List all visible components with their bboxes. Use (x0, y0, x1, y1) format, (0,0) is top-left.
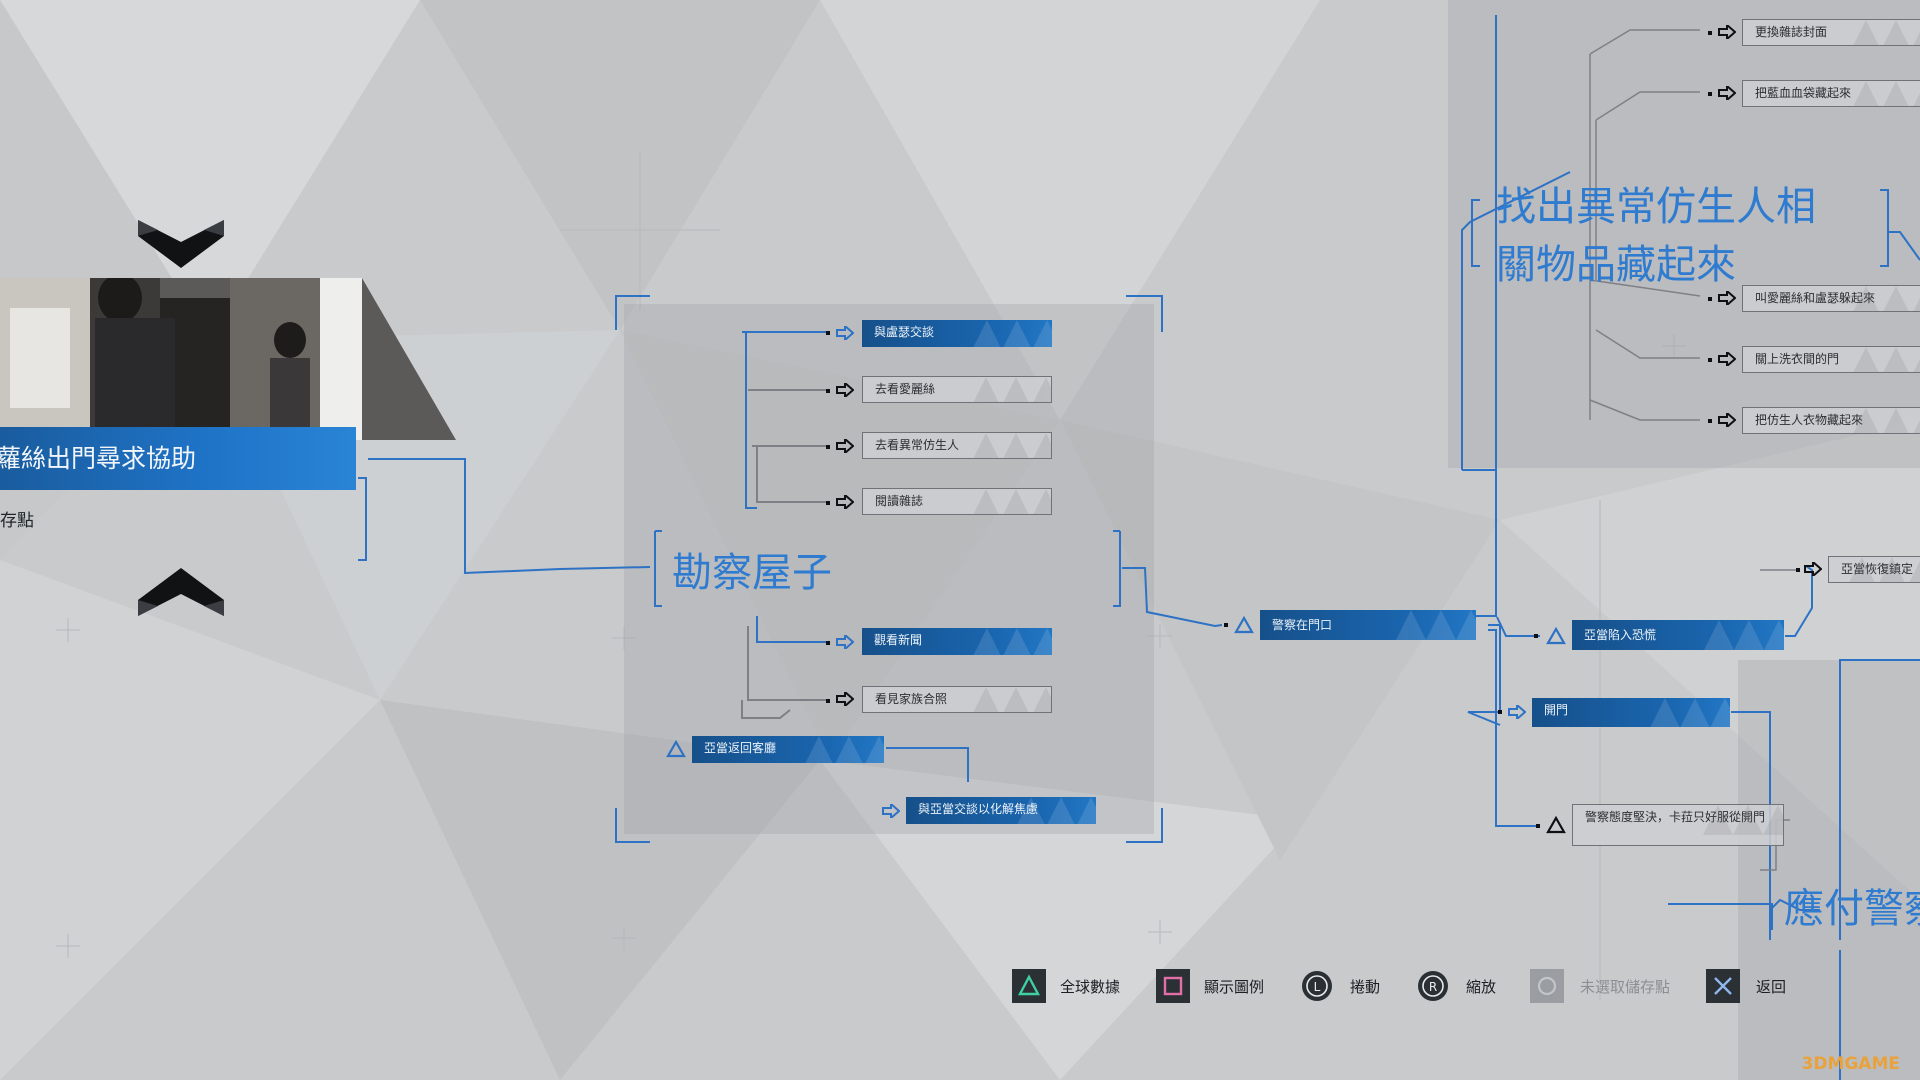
scroll-up-chevron-icon[interactable] (138, 220, 224, 268)
node-stripe-decoration (1853, 20, 1920, 45)
connector-dot (826, 501, 830, 505)
connector-dot (1534, 634, 1538, 638)
section-title-line-2: 關物品藏起來 (1496, 242, 1736, 288)
arrow-right-icon (1718, 352, 1736, 366)
arrow-right-icon (836, 635, 854, 649)
node-police-firm[interactable]: 警察態度堅決，卡菈只好服從開門 (1572, 804, 1784, 846)
node-adam-back-living-room[interactable]: 亞當返回客廳 (692, 736, 884, 763)
lower-right-panel-shade (1738, 660, 1920, 1080)
chapter-thumbnail[interactable] (0, 278, 456, 440)
control-label-zoom: 縮放 (1466, 978, 1497, 996)
cross-button-icon[interactable] (1706, 969, 1740, 1003)
connector-dot (1708, 31, 1712, 35)
connector-dot (826, 445, 830, 449)
arrow-right-icon (836, 692, 854, 706)
connector-dot (1224, 623, 1228, 627)
node-see-alice[interactable]: 去看愛麗絲 (862, 376, 1052, 403)
triangle-icon (666, 740, 686, 758)
connector-dot (826, 641, 830, 645)
arrow-right-icon (836, 495, 854, 509)
triangle-icon (1234, 616, 1254, 634)
control-label-global-data: 全球數據 (1060, 978, 1121, 996)
section-title-line-1: 找出異常仿生人相 (1496, 184, 1816, 230)
control-label-show-legend: 顯示圖例 (1204, 978, 1265, 996)
chapter-subtitle: 存點 (0, 511, 34, 531)
node-adam-panic[interactable]: 亞當陷入恐慌 (1572, 620, 1784, 650)
arrow-right-icon (836, 383, 854, 397)
chapter-title: 蘿絲出門尋求協助 (0, 444, 197, 473)
connector-dot (1708, 297, 1712, 301)
node-adam-recover[interactable]: 亞當恢復鎮定 (1828, 556, 1920, 583)
arrow-right-icon (1718, 86, 1736, 100)
arrow-right-icon (882, 804, 900, 818)
scroll-down-chevron-icon[interactable] (138, 568, 224, 616)
triangle-icon (1546, 816, 1566, 834)
connector-dot (826, 699, 830, 703)
node-close-laundry-door[interactable]: 關上洗衣間的門 (1742, 346, 1920, 373)
section-title-hide-deviant-items: 找出異常仿生人相 關物品藏起來 (1496, 178, 1816, 294)
chapter-title-banner[interactable]: 蘿絲出門尋求協助 (0, 427, 356, 490)
node-stripe-decoration (1853, 81, 1920, 106)
connector-dot (1708, 92, 1712, 96)
svg-text:R: R (1429, 980, 1437, 994)
control-label-scroll: 捲動 (1350, 978, 1381, 996)
connector-dot (826, 389, 830, 393)
left-stick-icon[interactable]: L (1300, 969, 1334, 1003)
node-stripe-decoration (973, 433, 1051, 458)
node-read-magazine[interactable]: 閱讀雜誌 (862, 488, 1052, 515)
connector-dot (826, 331, 830, 335)
connector-dot (1536, 824, 1540, 828)
node-change-magazine-cover[interactable]: 更換雜誌封面 (1742, 19, 1920, 46)
square-button-icon[interactable] (1156, 969, 1190, 1003)
arrow-right-icon (1508, 705, 1526, 719)
node-hide-alice-luther[interactable]: 叫愛麗絲和盧瑟躲起來 (1742, 285, 1920, 312)
node-stripe-decoration (973, 489, 1051, 514)
node-family-photo[interactable]: 看見家族合照 (862, 686, 1052, 713)
triangle-button-icon[interactable] (1012, 969, 1046, 1003)
node-hide-android-clothes[interactable]: 把仿生人衣物藏起來 (1742, 407, 1920, 434)
arrow-right-icon (1718, 291, 1736, 305)
triangle-icon (1546, 627, 1566, 645)
node-police-at-door[interactable]: 警察在門口 (1260, 610, 1476, 640)
node-watch-news[interactable]: 觀看新聞 (862, 628, 1052, 655)
node-stripe-decoration (973, 377, 1051, 402)
node-stripe-decoration (1704, 620, 1784, 650)
node-stripe-decoration (1853, 347, 1920, 372)
connector-dot (1796, 568, 1800, 572)
watermark-logo: 3DMGAME (1801, 1054, 1901, 1074)
node-talk-luther[interactable]: 與盧瑟交談 (862, 320, 1052, 347)
arrow-right-icon (836, 439, 854, 453)
section-title-deal-police: 應付警察 (1784, 886, 1920, 932)
node-hide-blue-blood[interactable]: 把藍血血袋藏起來 (1742, 80, 1920, 107)
node-open-door[interactable]: 開門 (1532, 698, 1730, 727)
svg-text:L: L (1314, 980, 1321, 994)
section-title-survey-house: 勘察屋子 (672, 550, 832, 596)
node-stripe-decoration (805, 736, 884, 763)
arrow-right-icon (1718, 25, 1736, 39)
node-stripe-decoration (1650, 698, 1730, 727)
right-stick-icon[interactable]: R (1416, 969, 1450, 1003)
arrow-right-icon (836, 326, 854, 340)
node-stripe-decoration (973, 687, 1051, 712)
connector-dot (1708, 358, 1712, 362)
node-see-deviant-android[interactable]: 去看異常仿生人 (862, 432, 1052, 459)
node-talk-adam-calm[interactable]: 與亞當交談以化解焦慮 (906, 797, 1096, 824)
node-stripe-decoration (973, 320, 1052, 347)
node-stripe-decoration (973, 628, 1052, 655)
control-label-back: 返回 (1756, 978, 1787, 996)
control-label-no-save-selected: 未選取儲存點 (1580, 978, 1671, 996)
connector-dot (1498, 710, 1502, 714)
arrow-right-icon (1804, 562, 1822, 576)
connector-dot (1708, 419, 1712, 423)
arrow-right-icon (1718, 413, 1736, 427)
circle-button-icon (1530, 969, 1564, 1003)
node-stripe-decoration (1396, 610, 1476, 640)
